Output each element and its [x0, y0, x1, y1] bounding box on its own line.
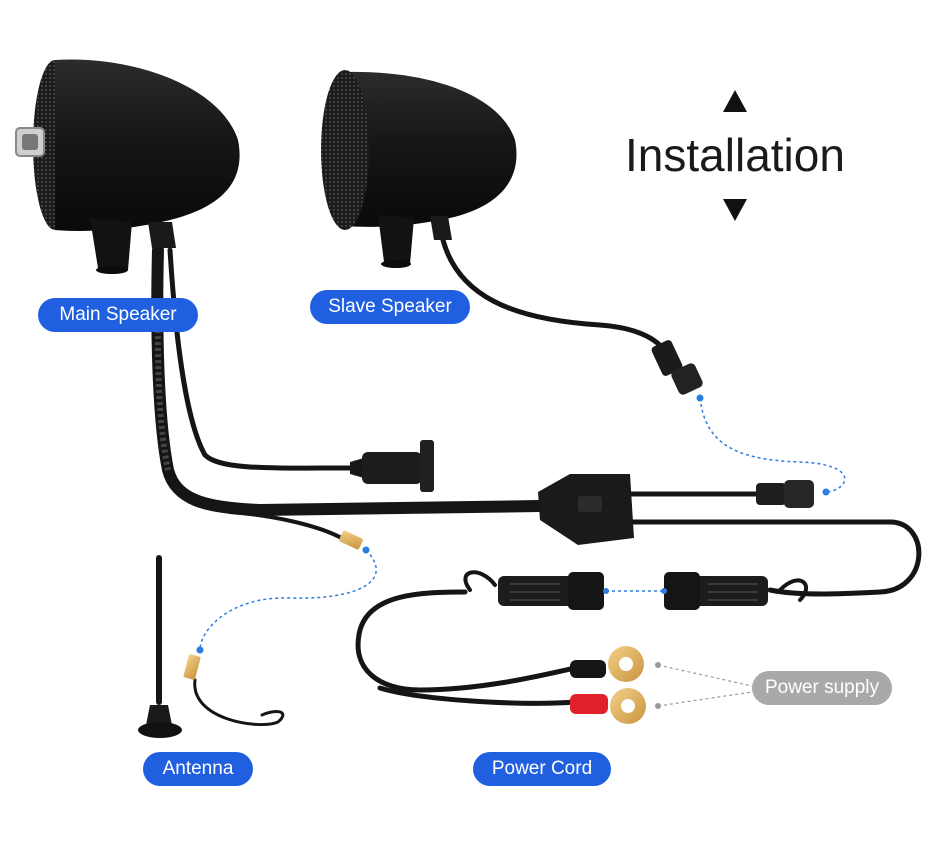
label-power-supply: Power supply: [752, 671, 892, 705]
junction-box: [538, 474, 634, 545]
installation-title: Installation: [625, 129, 845, 181]
ring-terminal-red: [570, 688, 646, 724]
slave-speaker: [321, 70, 517, 268]
guide-lines: [196, 394, 846, 709]
label-main-speaker: Main Speaker: [38, 298, 198, 332]
arrow-down-icon: [723, 199, 747, 221]
sae-connector-right: [664, 572, 768, 610]
label-power-cord: Power Cord: [473, 752, 611, 786]
ring-terminal-black: [570, 646, 644, 682]
main-speaker: [15, 59, 240, 274]
slave-speaker-grill: [321, 70, 369, 230]
label-slave-speaker: Slave Speaker: [310, 290, 470, 324]
label-antenna: Antenna: [143, 752, 253, 786]
arrow-up-icon: [723, 90, 747, 112]
usb-port: [350, 440, 434, 492]
cables: [151, 222, 922, 726]
antenna: [138, 555, 201, 738]
main-connector: [756, 480, 814, 508]
sae-connector-left: [498, 572, 604, 610]
antenna-sma-connector: [339, 530, 363, 550]
slave-connector: [651, 340, 703, 395]
